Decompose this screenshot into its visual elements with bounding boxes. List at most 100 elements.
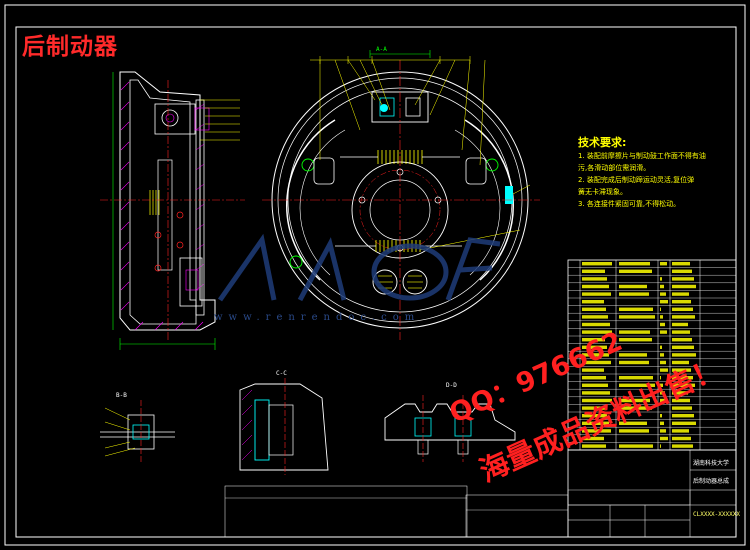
parts-cell-mark (582, 338, 605, 342)
left-shoe-plate (313, 157, 335, 185)
anchor-pin-left (372, 269, 398, 295)
parts-cell-mark (672, 360, 689, 365)
drawing-title: 后制动器 (22, 34, 118, 60)
parts-cell-mark (672, 414, 694, 418)
parts-cell-mark (582, 398, 612, 403)
sec2-outline (239, 383, 329, 471)
front-leader-ticks (319, 56, 471, 64)
parts-cell-mark (582, 330, 612, 334)
parts-cell-mark (660, 414, 662, 418)
parts-cell-mark (582, 300, 604, 304)
parts-list-rows (568, 267, 736, 443)
parts-cell-mark (582, 284, 609, 289)
parts-cell-mark (619, 307, 653, 311)
parts-cell-mark (660, 345, 662, 349)
side-leaders (200, 99, 240, 141)
parts-cell-mark (672, 330, 690, 334)
parts-cell-mark (619, 444, 653, 448)
cylinder-port (380, 104, 388, 112)
parts-cell-mark (582, 444, 606, 448)
parts-cell-mark (672, 315, 695, 319)
drawing-top-code: CLXXXX-XX-XXXXX (36, 32, 99, 40)
right-shoe-plate (465, 157, 487, 185)
title-block-name: 后制动器总成 (693, 478, 730, 485)
parts-cell-mark (672, 262, 690, 266)
adjuster-cam (505, 186, 513, 204)
sec2-hatch (241, 389, 253, 461)
tech-line-4: 簧无卡滞现象。 (578, 188, 627, 196)
parts-cell-mark (582, 376, 606, 380)
section-view-1 (100, 400, 175, 462)
parts-cell-mark (660, 376, 661, 380)
parts-cell-mark (582, 353, 609, 357)
parts-cell-mark (582, 345, 607, 349)
parts-cell-mark (672, 444, 693, 448)
title-block-drawing-no: CLXXXX-XXXXXX (693, 511, 740, 518)
parts-cell-mark (582, 414, 607, 418)
left-shoe-lining (286, 119, 336, 281)
parts-cell-mark (660, 360, 666, 365)
parts-cell-mark (619, 353, 647, 357)
sec2-lining (254, 399, 270, 461)
parts-cell-mark (672, 277, 694, 281)
parts-cell-mark (582, 269, 605, 273)
parts-cell-mark (660, 368, 668, 372)
parts-cell-mark (619, 262, 650, 266)
parts-cell-mark (660, 383, 663, 387)
parts-cell-mark (672, 376, 693, 380)
cylinder-bleeder (161, 109, 179, 127)
sec1-leaders (104, 407, 136, 457)
parts-cell-mark (660, 444, 661, 448)
shoe-web-side (157, 159, 173, 271)
tech-line-5: 3. 各连接件紧固可靠,不得松动。 (578, 200, 681, 208)
title-block (465, 449, 737, 538)
parts-cell-mark (672, 269, 692, 273)
parts-cell-mark (619, 292, 649, 296)
parts-cell-mark (660, 262, 667, 266)
side-section-view (100, 71, 245, 350)
sec3-outline (384, 403, 516, 441)
parts-list-table (567, 259, 737, 451)
parts-cell-mark (619, 383, 655, 387)
parts-cell-mark (672, 398, 690, 403)
parts-cell-mark (582, 292, 611, 296)
side-bolt-3 (154, 231, 162, 239)
parts-cell-mark (660, 315, 663, 319)
side-bolt-2 (176, 241, 184, 249)
parts-cell-mark (619, 315, 655, 319)
parts-cell-mark (660, 330, 667, 334)
sec2-shoe (268, 404, 294, 456)
drum-hatch (120, 81, 204, 331)
bottom-revision-box (224, 485, 468, 538)
parts-cell-mark (582, 315, 608, 319)
parts-cell-mark (672, 429, 689, 433)
left-shoe-web (299, 129, 346, 276)
view-label-top: A-A (376, 46, 387, 53)
section-view-2 (239, 378, 329, 475)
section-label-1: B-B (116, 392, 127, 399)
parts-cell-mark (619, 421, 647, 425)
parts-cell-mark (582, 360, 611, 365)
side-bolt-4 (154, 264, 162, 272)
parts-cell-mark (660, 292, 666, 296)
hold-down-left-upper (301, 158, 315, 172)
wheel-cylinder (154, 103, 196, 135)
side-bolt-1 (176, 211, 184, 219)
anchor-pin-side (179, 257, 203, 307)
parts-cell-mark (672, 383, 695, 387)
parts-cell-mark (660, 277, 662, 281)
parts-cell-mark (582, 262, 612, 266)
parts-cell-mark (660, 300, 668, 304)
parts-cell-mark (619, 376, 653, 380)
parts-cell-mark (660, 284, 664, 289)
parts-cell-mark (672, 284, 696, 289)
hold-down-right-upper (485, 158, 499, 172)
parts-cell-mark (672, 406, 692, 410)
title-block-school: 湖南科技大学 (693, 460, 730, 467)
tech-line-3: 2. 装配完成后制动蹄运动灵活,复位弹 (578, 176, 695, 184)
cylinder-piston-right (405, 97, 421, 117)
section-label-3: D-D (446, 382, 457, 389)
parts-cell-mark (660, 307, 661, 311)
parts-cell-mark (660, 436, 668, 441)
